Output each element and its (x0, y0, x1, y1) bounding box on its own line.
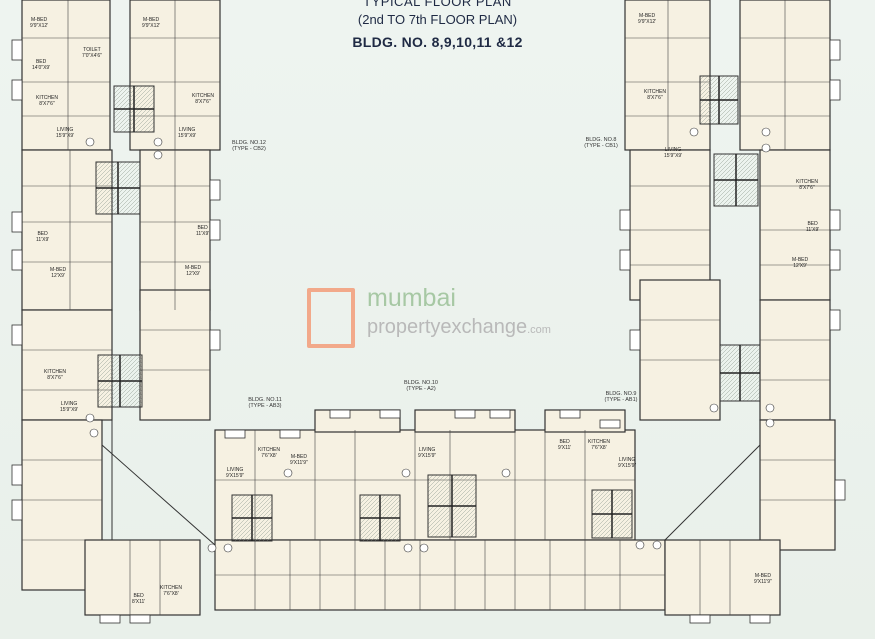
watermark-logo-icon (307, 288, 355, 348)
plan-building-numbers: BLDG. NO. 8,9,10,11 &12 (352, 34, 523, 50)
right-wing (624, 0, 836, 551)
flat-number-markers (85, 127, 775, 553)
building-label-11: BLDG. NO.11(TYPE - AB3) (248, 397, 282, 409)
building-label-9: BLDG. NO.9(TYPE - AB1) (604, 391, 638, 403)
link-diagonals (101, 420, 761, 546)
watermark-line1: mumbai (367, 284, 456, 312)
watermark-line2: propertyexchange.com (367, 316, 551, 338)
building-label-8: BLDG. NO.8(TYPE - CB1) (584, 137, 618, 149)
building-label-12: BLDG. NO.12(TYPE - CB2) (232, 140, 266, 152)
bottom-block (84, 409, 781, 616)
flower-beds (11, 39, 846, 624)
building-label-10: BLDG. NO.10(TYPE - A2) (404, 380, 438, 392)
right-wing-partitions (625, 0, 835, 501)
plan-subtitle: (2nd TO 7th FLOOR PLAN) (357, 12, 518, 27)
bottom-block-partitions (129, 430, 731, 615)
left-wing-partitions (22, 0, 220, 541)
plan-title: TYPICAL FLOOR PLAN (363, 0, 512, 9)
stair-core-crosses (96, 76, 760, 541)
